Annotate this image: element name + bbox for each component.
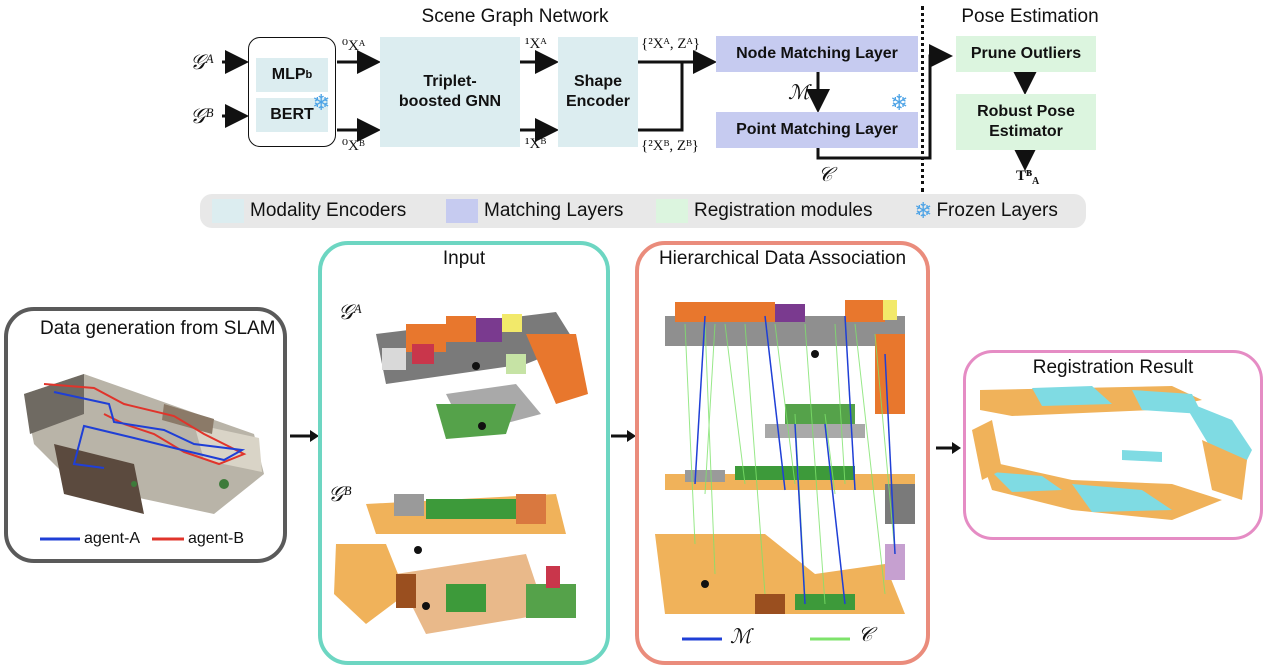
bert-box: BERT <box>256 98 328 132</box>
gnn-box: Triplet-boosted GNN <box>380 37 520 147</box>
hda-point-clouds <box>655 300 915 614</box>
c-symbol: 𝒞 <box>818 164 833 186</box>
c-legend-label: 𝒞 <box>858 624 873 646</box>
input-graph-a: 𝒢ᴬ <box>338 300 362 324</box>
mlp-label: MLP <box>271 66 306 83</box>
bert-label: BERT <box>270 106 314 123</box>
network-connectors <box>222 44 1037 171</box>
flow-arrow <box>611 430 636 442</box>
legend-bar <box>200 194 1086 228</box>
agent-b-label: agent-B <box>188 530 245 547</box>
input-title: Input <box>442 248 486 269</box>
legend-item-frozen: ❄ Frozen Layers <box>914 198 1058 223</box>
snowflake-icon: ❄ <box>914 198 933 223</box>
hda-panel <box>635 241 930 665</box>
c-legend-line <box>810 637 850 641</box>
section-divider <box>921 6 924 192</box>
slam-panel <box>4 307 287 563</box>
result-title: Registration Result <box>1032 357 1194 378</box>
agent-a-line <box>40 537 80 541</box>
robust-pose-label: Robust Pose Estimator <box>977 103 1075 140</box>
x2b-zb-label: {²Xᴮ, Zᴮ} <box>641 138 699 154</box>
m-legend-label: ℳ <box>730 626 752 648</box>
x1a-label: ¹Xᴬ <box>525 36 547 52</box>
gnn-label: Triplet-boosted GNN <box>398 73 502 110</box>
legend-swatch <box>446 199 478 223</box>
point-matching-label: Point Matching Layer <box>736 121 898 138</box>
slam-title: Data generation from SLAM <box>40 318 276 339</box>
result-panel <box>963 350 1263 540</box>
m-symbol: ℳ <box>788 82 810 104</box>
agent-b-line <box>152 537 184 541</box>
legend-item-registration: Registration modules <box>656 198 872 224</box>
prune-outliers-box: Prune Outliers <box>956 36 1096 72</box>
input-graph-b: 𝒢ᴮ <box>328 482 352 506</box>
snowflake-icon: ❄ <box>890 90 909 115</box>
graph-b-symbol: 𝒢ᴮ <box>190 104 214 128</box>
mlp-subscript: b <box>305 69 313 81</box>
input-panel <box>318 241 610 665</box>
graph-a-symbol: 𝒢ᴬ <box>190 50 214 74</box>
x0a-label: ⁰Xᴬ <box>342 38 366 54</box>
snowflake-icon: ❄ <box>312 90 331 115</box>
x0b-label: ⁰Xᴮ <box>342 138 365 154</box>
legend-swatch <box>212 199 244 223</box>
shape-encoder-label: Shape Encoder <box>565 73 630 110</box>
x1b-label: ¹Xᴮ <box>525 136 547 152</box>
slam-scene-image <box>24 374 264 514</box>
input-point-clouds <box>334 312 588 634</box>
transform-label: TᴮA <box>1016 168 1040 187</box>
flow-arrow <box>290 430 319 442</box>
flow-arrow <box>936 442 961 454</box>
legend-item-modality: Modality Encoders <box>212 198 406 224</box>
node-matching-label: Node Matching Layer <box>736 45 898 62</box>
legend-item-matching: Matching Layers <box>446 198 623 224</box>
robust-pose-box: Robust Pose Estimator <box>956 94 1096 150</box>
legend-swatch <box>656 199 688 223</box>
m-legend-line <box>682 637 722 641</box>
encoder-container <box>248 37 336 147</box>
prune-outliers-label: Prune Outliers <box>970 45 1082 62</box>
pose-estimation-title: Pose Estimation <box>961 6 1099 27</box>
shape-encoder-box: Shape Encoder <box>558 37 638 147</box>
registration-result-image <box>972 386 1252 520</box>
node-matching-box: Node Matching Layer <box>716 36 918 72</box>
hda-title: Hierarchical Data Association <box>658 248 907 269</box>
scene-graph-network-title: Scene Graph Network <box>421 6 609 27</box>
point-matching-box: Point Matching Layer <box>716 112 918 148</box>
x2a-za-label: {²Xᴬ, Zᴬ} <box>641 36 701 52</box>
agent-a-label: agent-A <box>84 530 141 547</box>
